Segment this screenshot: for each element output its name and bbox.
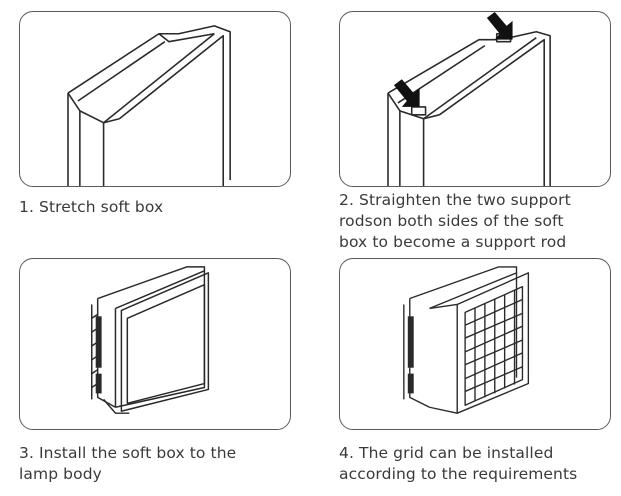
- arrow-icon: [486, 12, 513, 40]
- step-2-image-panel: [339, 11, 611, 187]
- step-2-caption: 2. Straighten the two support rodson bot…: [339, 190, 571, 253]
- caption-line: 1. Stretch soft box: [19, 198, 164, 216]
- soft-box-illustration: [387, 12, 551, 186]
- step-4-caption: 4. The grid can be installed according t…: [339, 443, 577, 485]
- caption-line: 4. The grid can be installed: [339, 444, 554, 462]
- soft-box-illustration: [67, 25, 231, 186]
- caption-line: according to the requirements: [339, 465, 578, 483]
- caption-line: box to become a support rod: [339, 233, 567, 251]
- step-1-caption: 1. Stretch soft box: [19, 197, 163, 218]
- caption-line: rodson both sides of the soft: [339, 212, 564, 230]
- caption-line: 2. Straighten the two support: [339, 191, 571, 209]
- step-3-image-panel: [19, 258, 291, 430]
- step-3-caption: 3. Install the soft box to the lamp body: [19, 443, 236, 485]
- caption-line: 3. Install the soft box to the: [19, 444, 237, 462]
- step-4-image-panel: [339, 258, 611, 430]
- step-1-image-panel: [19, 11, 291, 187]
- soft-box-on-lamp-illustration: [91, 266, 210, 414]
- honeycomb-grid-illustration: [403, 266, 530, 414]
- arrow-icon: [393, 79, 420, 107]
- caption-line: lamp body: [19, 465, 102, 483]
